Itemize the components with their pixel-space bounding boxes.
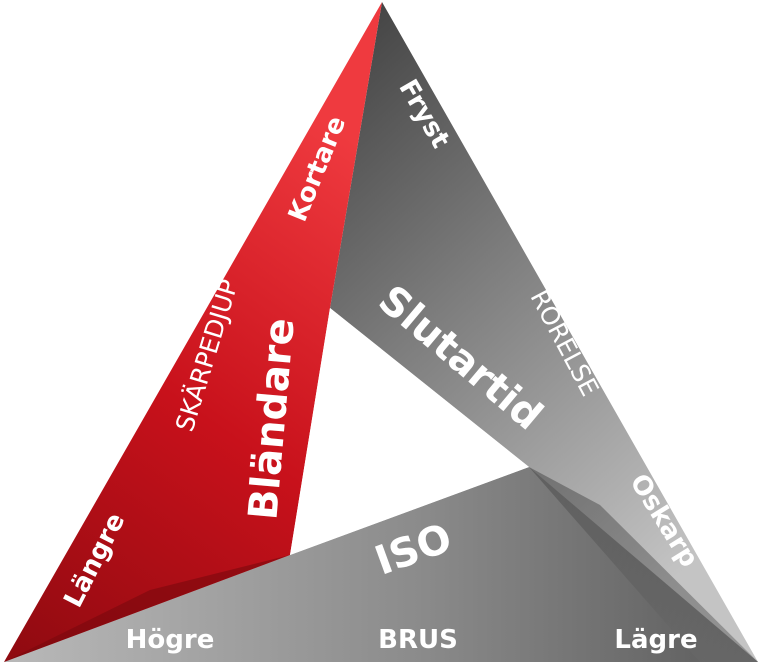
aperture-shade <box>4 555 290 662</box>
aperture-band <box>4 2 382 662</box>
inner-triangle <box>290 308 529 555</box>
iso-low-label: Lägre <box>614 625 697 655</box>
iso-quality-label: BRUS <box>378 625 458 655</box>
iso-fold-shade <box>529 467 758 662</box>
iso-high-label: Högre <box>126 625 215 655</box>
shutter-band <box>330 2 758 662</box>
iso-band <box>4 467 758 662</box>
